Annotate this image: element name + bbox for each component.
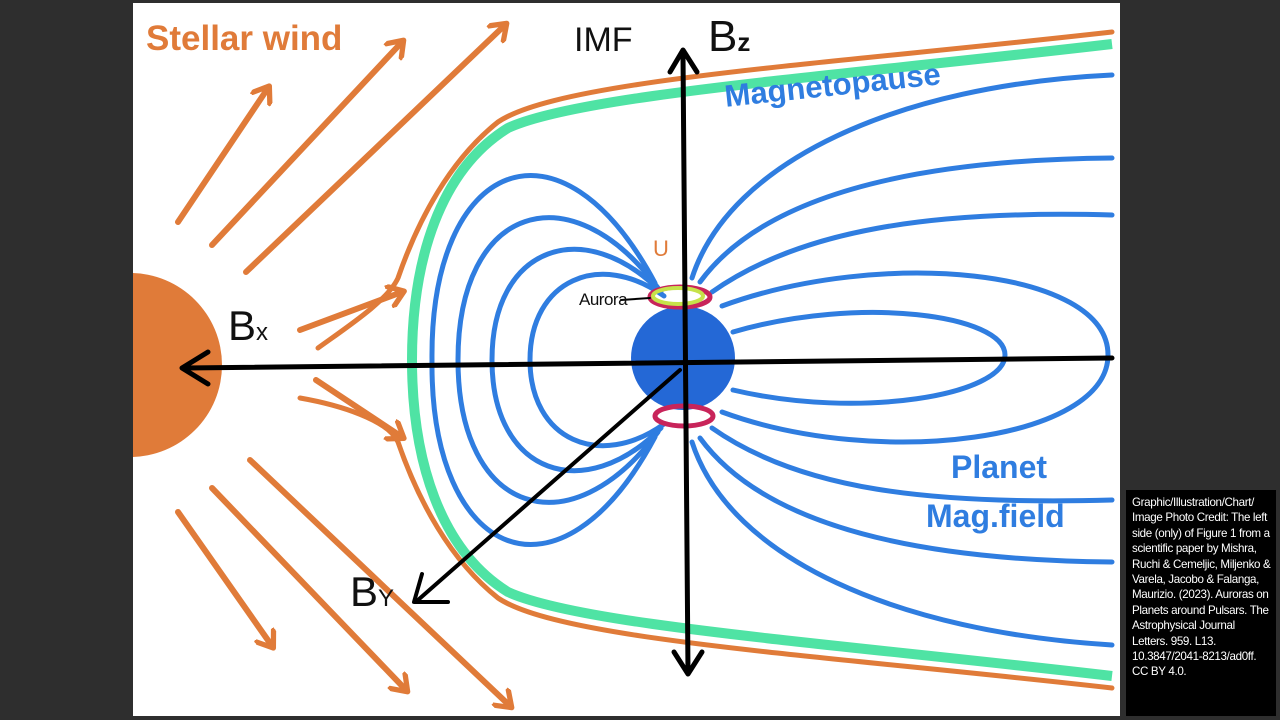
stellar-wind-arrows	[175, 25, 510, 706]
magnetic-field-lines	[429, 72, 1115, 648]
by-axis	[416, 368, 682, 602]
wind-flow-lines	[297, 29, 1115, 691]
aurora-label: Aurora	[579, 290, 628, 309]
field-line	[730, 310, 1008, 406]
field-line	[709, 425, 1115, 504]
field-line	[697, 435, 1115, 565]
bz-label: Bz	[708, 15, 750, 59]
wind-arrow	[247, 457, 510, 706]
by-label: BY	[350, 571, 394, 613]
aurora-pointer	[620, 297, 651, 301]
wind-arrow	[209, 485, 406, 690]
bx-subscript: x	[256, 319, 269, 346]
field-line	[689, 439, 1115, 648]
bx-label: Bx	[228, 305, 268, 347]
field-line	[719, 270, 1111, 445]
wind-flow-lower	[297, 395, 1115, 691]
aurora-inner-north	[651, 286, 705, 306]
bz-arrowhead-down	[671, 649, 705, 677]
imf-label: IMF	[574, 21, 633, 59]
wind-arrow	[243, 25, 505, 275]
bz-arrowhead-up	[667, 47, 700, 75]
bx-axis	[182, 355, 1115, 371]
stellar-wind-label: Stellar wind	[146, 19, 343, 58]
by-subscript: Y	[378, 585, 395, 612]
field-line	[689, 72, 1115, 281]
bz-main: B	[708, 12, 738, 61]
mag-field-label: Mag.field	[926, 498, 1065, 534]
magnetosphere-diagram	[133, 3, 1115, 716]
bx-arrowhead	[179, 349, 211, 387]
u-label: U	[653, 236, 669, 261]
wind-arrow	[175, 509, 272, 646]
bz-subscript: z	[737, 27, 751, 57]
field-line	[709, 211, 1115, 295]
field-line	[697, 155, 1115, 285]
field-line	[429, 172, 658, 548]
star	[133, 273, 222, 457]
wind-arrow	[209, 42, 402, 248]
field-line	[489, 246, 664, 474]
diagram-panel: Stellar wind IMF Bz Magnetopause Bx BY A…	[133, 3, 1120, 716]
field-line	[527, 271, 667, 449]
bx-main: B	[228, 302, 257, 349]
wind-flow-upper	[315, 29, 1115, 351]
by-arrowhead	[412, 572, 450, 604]
wind-arrow	[175, 88, 268, 225]
image-credit-caption: Graphic/Illustration/Chart/ Image Photo …	[1126, 490, 1276, 716]
by-main: B	[350, 568, 379, 615]
planet-label: Planet	[951, 449, 1048, 485]
imf-axes	[179, 47, 1115, 677]
field-line	[455, 215, 661, 505]
